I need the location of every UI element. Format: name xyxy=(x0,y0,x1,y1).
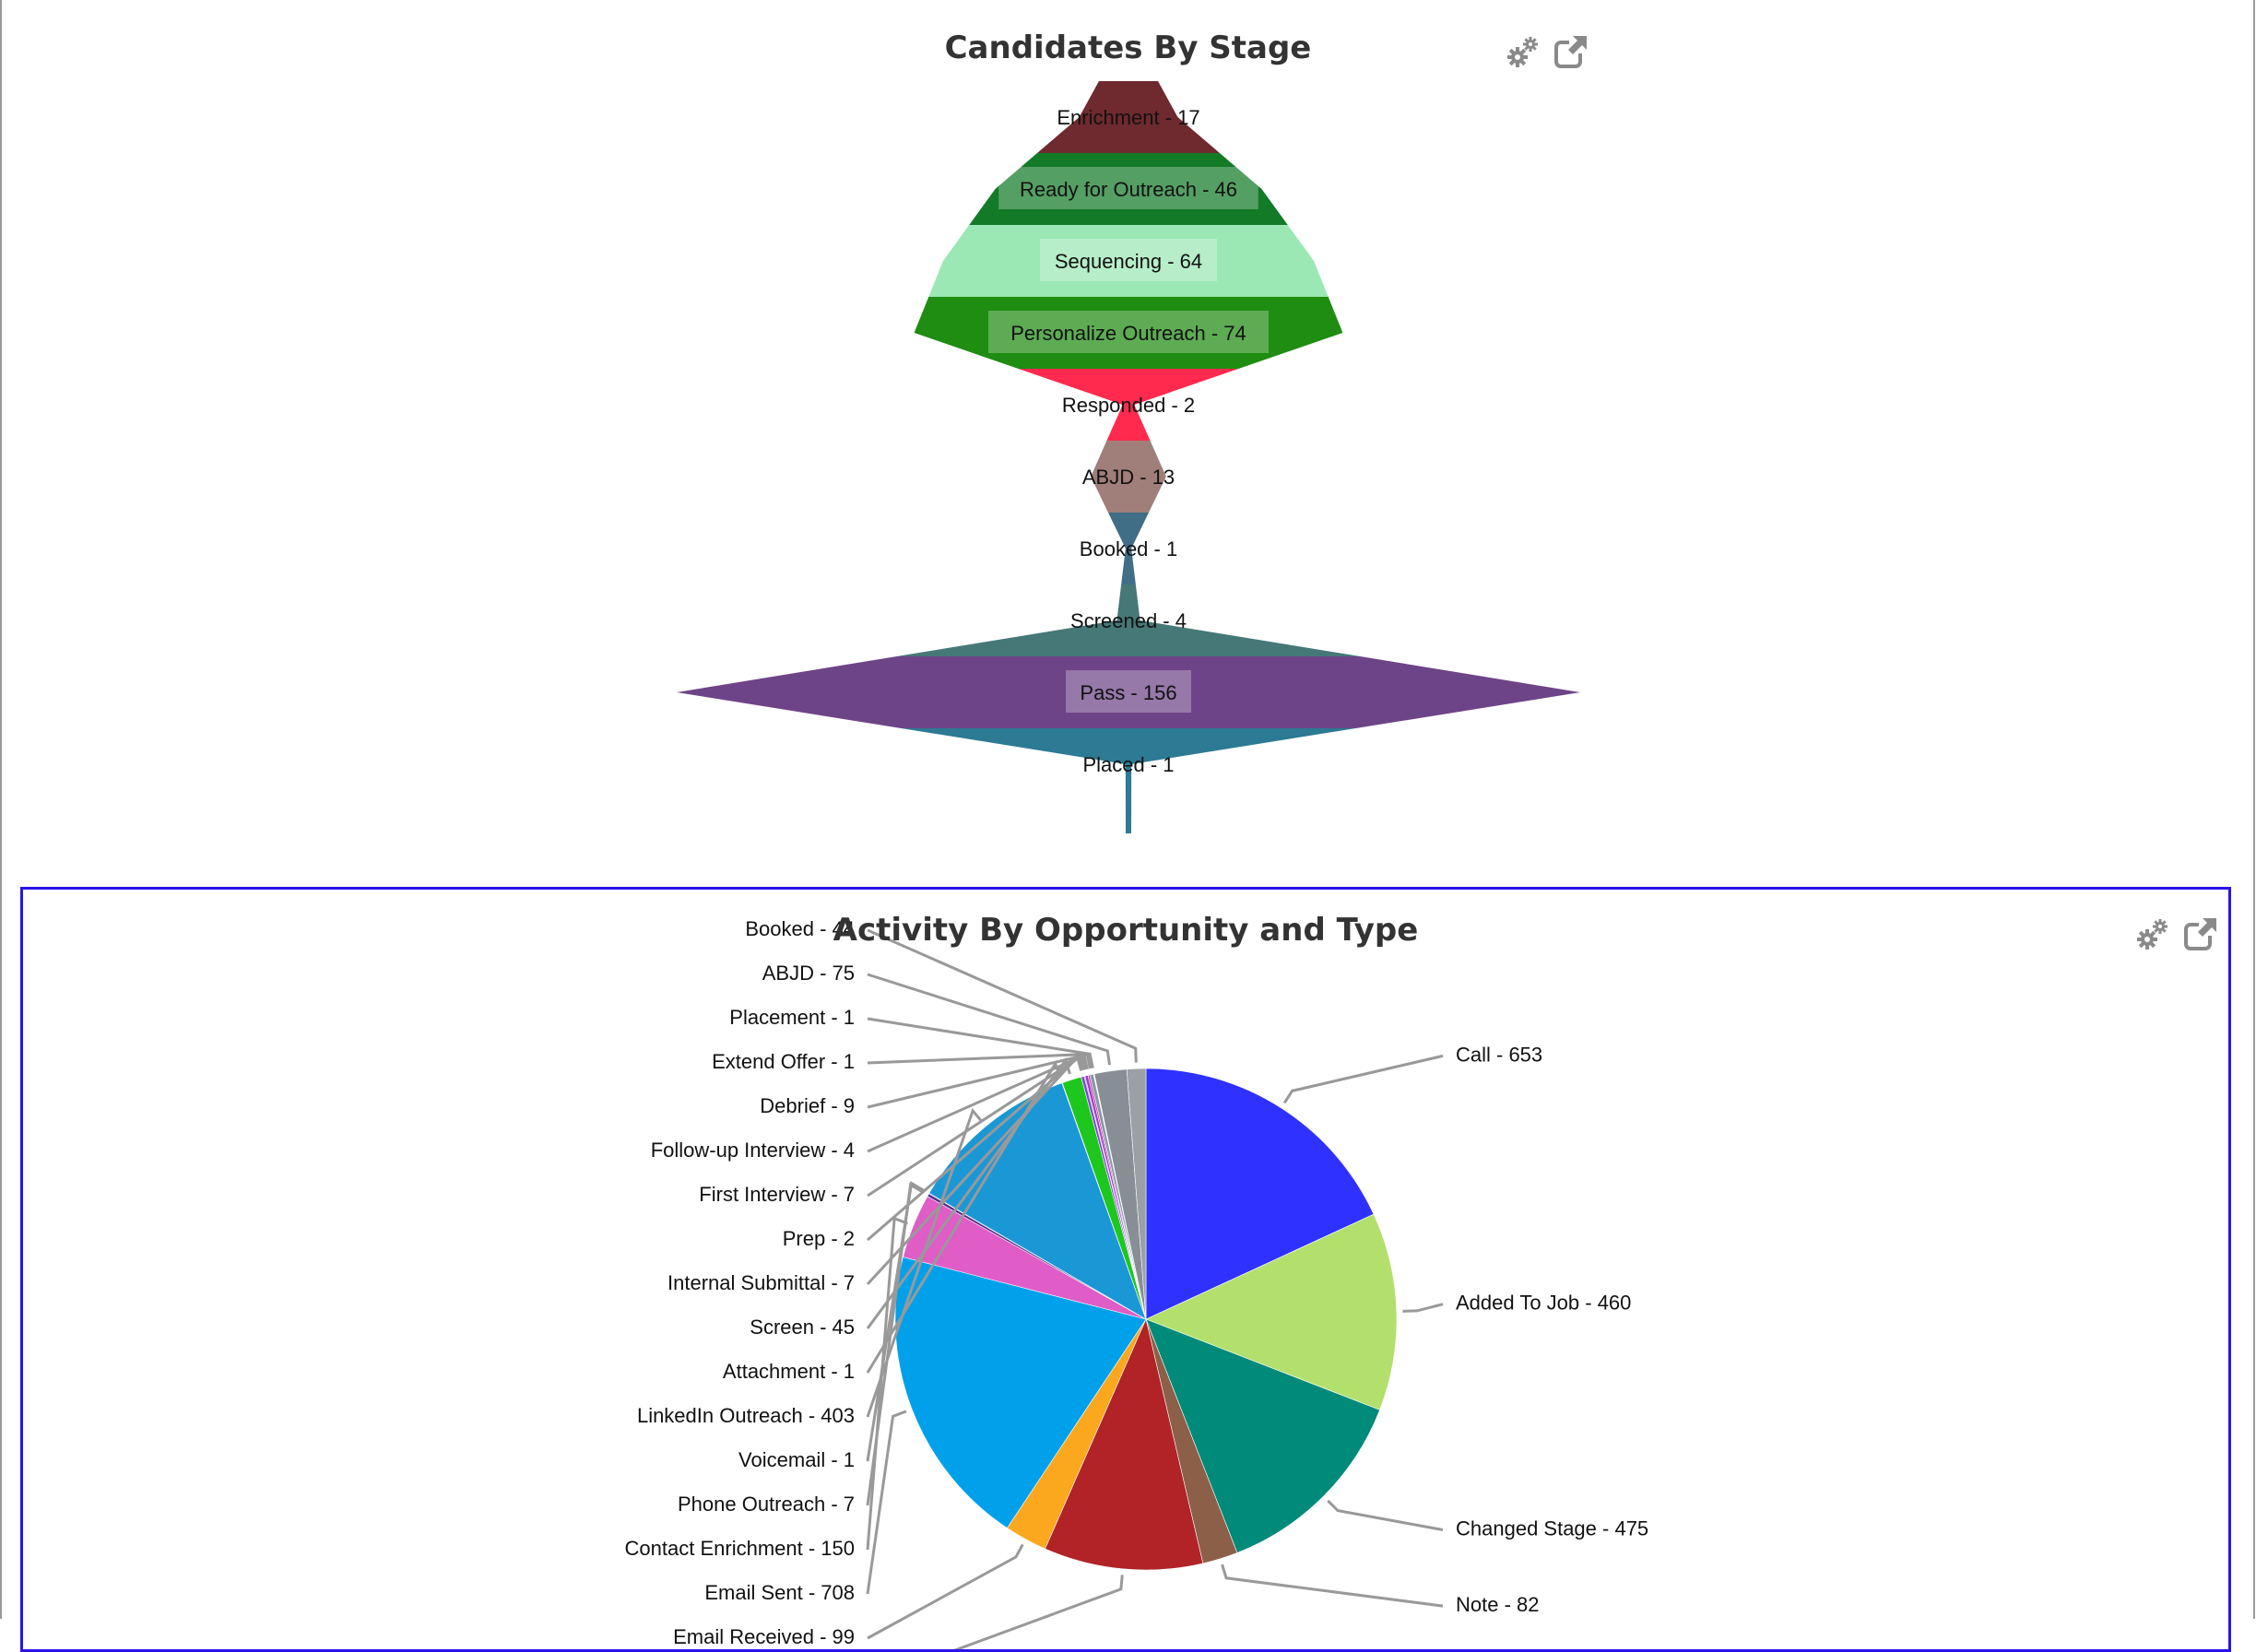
pie-connector-call xyxy=(1282,1054,1444,1104)
pie-connector-linkedin-outreach xyxy=(866,1107,984,1418)
pie-slice-added-to-job[interactable] xyxy=(1145,1213,1398,1410)
pie-connector-booked xyxy=(867,928,1138,1063)
pie-connector-debrief xyxy=(867,1053,1092,1109)
pie-label-debrief: Debrief - 9 xyxy=(760,1094,855,1117)
funnel-label-abjd: ABJD - 13 xyxy=(1082,466,1175,489)
pie-label-contact-enrichment: Contact Enrichment - 150 xyxy=(625,1537,855,1560)
panel-title: Candidates By Stage xyxy=(944,30,1312,66)
funnel-segment-placed[interactable] xyxy=(901,728,1356,833)
funnel-segment-responded[interactable] xyxy=(1018,369,1239,441)
pie-label-added-to-job: Added To Job - 460 xyxy=(1456,1292,1631,1315)
pie-label-linkedin-outreach: LinkedIn Outreach - 403 xyxy=(637,1404,855,1427)
pie-label-email-received: Email Received - 99 xyxy=(673,1625,855,1648)
funnel-label-bg xyxy=(988,311,1269,353)
pie-connector-abjd xyxy=(867,973,1112,1066)
pie-label-extend-offer: Extend Offer - 1 xyxy=(712,1050,855,1073)
funnel-segment-personalize-outreach[interactable] xyxy=(914,297,1343,369)
settings-gears-icon[interactable] xyxy=(1505,33,1541,70)
pie-label-call: Call - 653 xyxy=(1456,1043,1542,1066)
funnel-label-pass: Pass - 156 xyxy=(1080,681,1176,704)
funnel-segment-booked[interactable] xyxy=(1108,513,1149,584)
pie-connector-screen xyxy=(866,1056,1071,1329)
settings-gears-icon[interactable] xyxy=(2134,915,2171,952)
pie-label-changed-stage: Changed Stage - 475 xyxy=(1456,1517,1648,1540)
pie-connector-first-interview xyxy=(867,1053,1087,1198)
pie-label-booked: Booked - 44 xyxy=(745,917,855,940)
pie-connector-phone-outreach xyxy=(866,1182,924,1506)
funnel-label-personalize-outreach: Personalize Outreach - 74 xyxy=(1010,322,1246,345)
pie-connector-email-sent xyxy=(866,1410,907,1595)
funnel-segment-ready-for-outreach[interactable] xyxy=(969,153,1288,225)
funnel-chart: Enrichment - 17 Ready for Outreach - 46 Se… xyxy=(677,81,1580,833)
page-left-border xyxy=(0,0,2,1619)
pie-connector-task xyxy=(953,1575,1124,1649)
funnel-label-enrichment: Enrichment - 17 xyxy=(1057,106,1199,129)
funnel-label-bg xyxy=(998,167,1258,209)
pie-slice-booked[interactable] xyxy=(1126,1068,1147,1320)
pie-connector-contact-enrichment xyxy=(866,1216,908,1551)
pie-slice-call[interactable] xyxy=(1145,1068,1375,1320)
pie-label-note: Note - 82 xyxy=(1456,1593,1540,1616)
funnel-segment-pass[interactable] xyxy=(677,656,1580,728)
pie-connector-prep xyxy=(867,1054,1085,1242)
pie-label-follow-up-interview: Follow-up Interview - 4 xyxy=(651,1139,855,1162)
external-link-icon[interactable] xyxy=(1553,33,1589,70)
pie-label-screen: Screen - 45 xyxy=(750,1316,855,1339)
external-link-icon[interactable] xyxy=(2182,915,2219,952)
pie-label-abjd: ABJD - 75 xyxy=(762,962,855,985)
funnel-label-placed: Placed - 1 xyxy=(1082,753,1174,776)
funnel-label-screened: Screened - 4 xyxy=(1070,609,1187,632)
page-right-border xyxy=(2253,0,2255,1619)
candidates-by-stage-panel: Enrichment - 17 Ready for Outreach - 46 Se… xyxy=(677,30,1589,833)
funnel-segment-abjd[interactable] xyxy=(1091,441,1166,513)
funnel-segment-sequencing[interactable] xyxy=(928,225,1329,297)
funnel-label-sequencing: Sequencing - 64 xyxy=(1055,250,1202,273)
pie-connector-note xyxy=(1221,1564,1444,1608)
pie-label-internal-submittal: Internal Submittal - 7 xyxy=(667,1271,855,1294)
funnel-label-responded: Responded - 2 xyxy=(1062,394,1195,417)
funnel-label-bg xyxy=(1066,670,1191,713)
funnel-label-ready-for-outreach: Ready for Outreach - 46 xyxy=(1020,178,1237,201)
pie-connector-internal-submittal xyxy=(866,1054,1083,1286)
pie-connector-follow-up-interview xyxy=(867,1053,1089,1153)
pie-label-placement: Placement - 1 xyxy=(729,1006,855,1029)
pie-label-phone-outreach: Phone Outreach - 7 xyxy=(678,1493,855,1516)
pie-label-prep: Prep - 2 xyxy=(783,1227,855,1250)
funnel-segment-screened[interactable] xyxy=(896,584,1361,656)
funnel-label-booked: Booked - 1 xyxy=(1080,537,1177,560)
panel-title: Activity By Opportunity and Type xyxy=(833,912,1419,949)
pie-connector-email-received xyxy=(867,1543,1024,1640)
pie-connector-extend-offer xyxy=(867,1052,1094,1068)
pie-label-attachment: Attachment - 1 xyxy=(723,1360,855,1383)
pie-connector-changed-stage xyxy=(1327,1499,1444,1531)
pie-label-first-interview: First Interview - 7 xyxy=(699,1183,855,1206)
pie-slice-task[interactable] xyxy=(1045,1318,1204,1571)
pie-label-email-sent: Email Sent - 708 xyxy=(704,1581,855,1604)
funnel-label-bg xyxy=(1040,239,1217,281)
funnel-segment-enrichment[interactable] xyxy=(1037,81,1220,153)
pie-slice-changed-stage[interactable] xyxy=(1145,1318,1380,1553)
pie-label-voicemail: Voicemail - 1 xyxy=(738,1448,855,1471)
pie-connector-added-to-job xyxy=(1402,1303,1444,1313)
pie-connector-attachment xyxy=(866,1060,1062,1374)
